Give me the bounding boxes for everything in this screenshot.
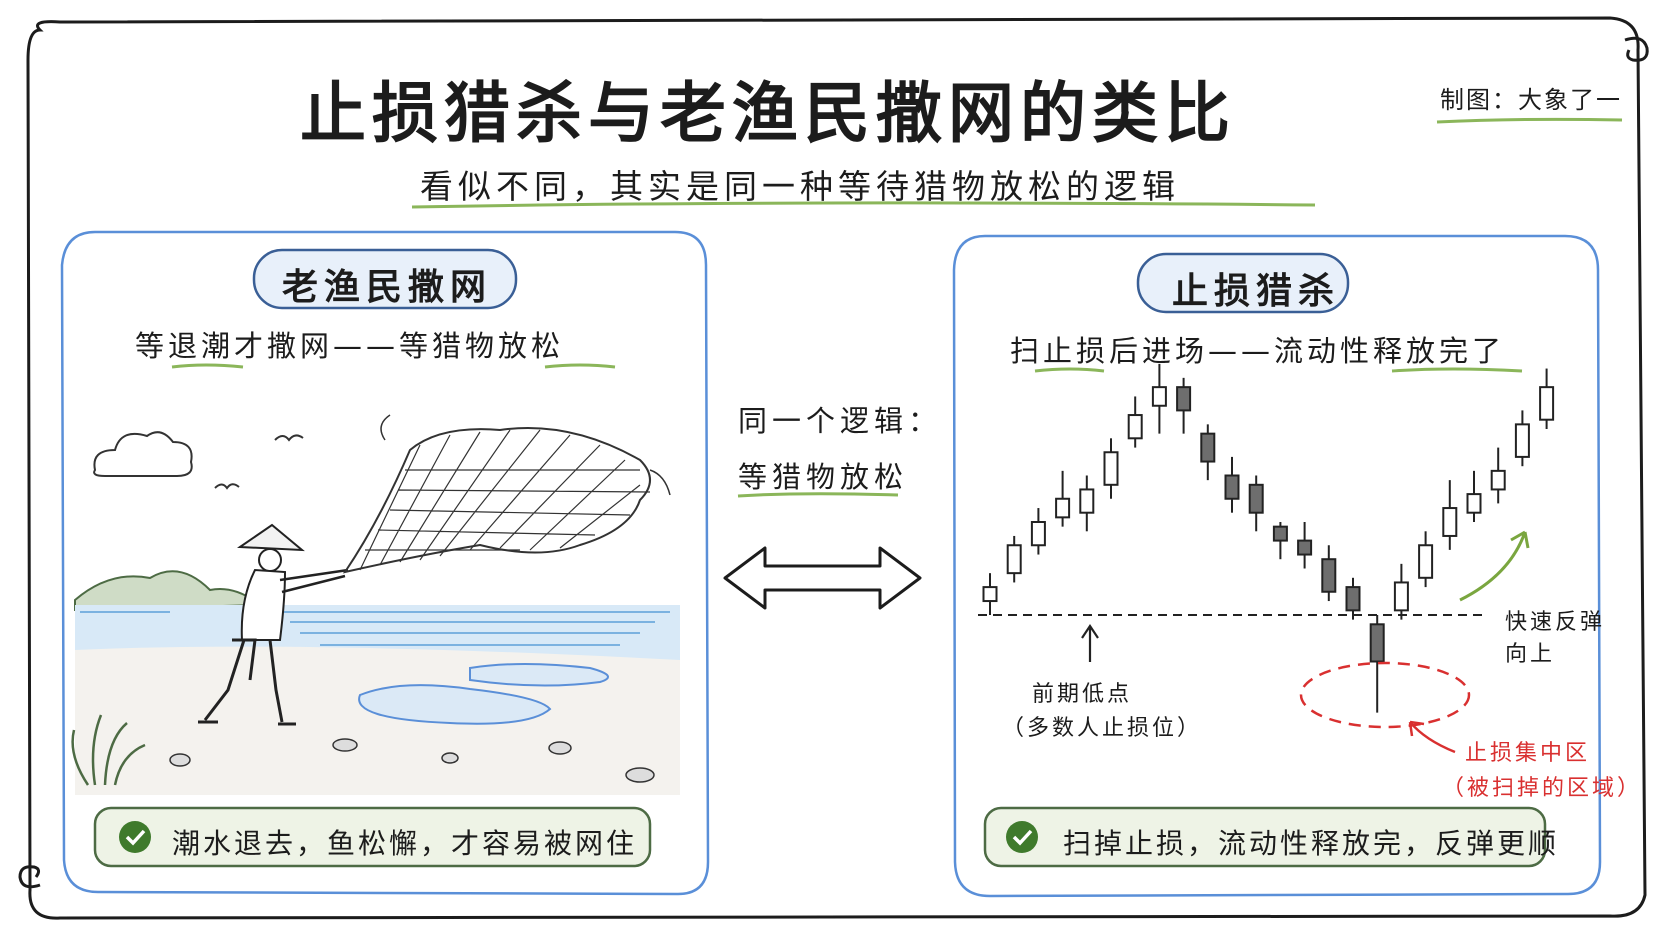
- left-panel-caption: 等退潮才撒网——等猎物放松: [135, 329, 565, 363]
- net-motion-lines: [380, 414, 671, 496]
- candle-body: [1369, 623, 1385, 663]
- underline-2: [544, 363, 616, 369]
- stop-zone-label: 止损集中区: [1465, 741, 1591, 766]
- outer-border: [26, 16, 1647, 920]
- grass: [71, 714, 146, 786]
- check-circle-icon: [119, 821, 151, 853]
- up-arrow-icon: [1081, 624, 1099, 662]
- left-title-pill: [252, 248, 518, 310]
- fisherman-legs: [203, 638, 284, 723]
- candle-body: [1514, 423, 1530, 458]
- green-arrow-icon: [1459, 530, 1530, 602]
- candle-body: [1466, 493, 1482, 514]
- middle-line-1: 同一个逻辑：: [738, 404, 943, 438]
- fisherman-feet: [198, 720, 296, 726]
- rebound-sublabel: 向上: [1505, 642, 1556, 667]
- candle-body: [1393, 581, 1409, 612]
- left-bottom-box: [93, 806, 652, 868]
- net-mesh: [359, 429, 651, 571]
- page-title: 止损猎杀与老渔民撒网的类比: [300, 75, 1236, 152]
- candle-body: [1103, 451, 1119, 486]
- outer-border-curl-top: [1624, 36, 1649, 62]
- candle-body: [1030, 521, 1046, 547]
- fisherman-hat: [236, 523, 305, 552]
- pebble-2: [441, 752, 459, 764]
- left-panel-border: [60, 230, 710, 896]
- stop-zone-ellipse: [1299, 661, 1471, 729]
- candle-body: [1200, 432, 1216, 463]
- candle-body: [1055, 497, 1071, 519]
- underline-4: [1391, 367, 1523, 373]
- candle-body: [1297, 539, 1313, 556]
- tide-pool: [358, 684, 552, 725]
- wave-line: [80, 611, 670, 646]
- candle-body: [1490, 469, 1506, 491]
- check-circle-icon: [1006, 821, 1038, 853]
- candle-body: [1248, 483, 1264, 514]
- candle-body: [1224, 474, 1240, 500]
- candle-body: [1127, 414, 1143, 440]
- cloud-icon: [93, 431, 193, 477]
- fisherman-illustration: [71, 414, 680, 795]
- right-panel-caption: 扫止损后进场——流动性释放完了: [1010, 334, 1506, 368]
- right-panel-conclusion: 扫掉止损，流动性释放完，反弹更顺: [1063, 827, 1560, 860]
- bird-icon-2: [214, 483, 240, 490]
- page-subtitle: 看似不同，其实是同一种等待猎物放松的逻辑: [420, 167, 1180, 206]
- stop-zone-sublabel: （被扫掉的区域）: [1442, 776, 1643, 801]
- fisherman-arm: [279, 568, 349, 594]
- right-bottom-box: [983, 806, 1547, 868]
- middle-line-2: 等猎物放松: [738, 460, 909, 494]
- candle-body: [1321, 558, 1337, 593]
- candle-body: [1539, 386, 1555, 421]
- candle-body: [1079, 488, 1095, 514]
- fisherman-body: [240, 568, 287, 641]
- left-panel-conclusion: 潮水退去，鱼松懈，才容易被网住: [172, 827, 638, 860]
- rebound-label: 快速反弹: [1505, 610, 1606, 635]
- mid-underline: [737, 492, 899, 498]
- candle-body: [1418, 544, 1434, 579]
- previous-low-label: 前期低点: [1032, 682, 1133, 707]
- subtitle-underline: [411, 201, 1316, 209]
- tide-pool-2: [469, 663, 609, 687]
- bird-icon: [274, 434, 304, 442]
- pebble-1: [332, 738, 358, 752]
- outer-border-curl-bottom: [18, 865, 41, 889]
- red-arrow-icon: [1408, 720, 1456, 754]
- candle-body: [1151, 386, 1167, 407]
- candle-body: [1176, 386, 1192, 412]
- left-panel-title: 老渔民撒网: [282, 267, 493, 308]
- credit-label: 制图：大象了一: [1440, 86, 1622, 114]
- candle-body: [1442, 507, 1458, 537]
- pebble-3: [548, 741, 572, 755]
- pebble-4: [625, 767, 655, 783]
- right-title-pill: [1136, 252, 1350, 314]
- right-panel-border: [952, 234, 1602, 898]
- credit-underline: [1436, 117, 1623, 124]
- candle-body: [1006, 544, 1022, 575]
- right-panel-title: 止损猎杀: [1172, 271, 1341, 312]
- fisherman-head: [258, 548, 282, 572]
- previous-low-sublabel: （多数人止损位）: [1002, 716, 1203, 741]
- candle-body: [1272, 525, 1288, 542]
- underline-3: [1034, 367, 1105, 373]
- candlestick-chart: [978, 363, 1555, 713]
- candle-body: [982, 586, 998, 603]
- cast-net: [342, 427, 651, 574]
- underline-1: [171, 363, 244, 369]
- double-arrow-icon: [723, 546, 922, 610]
- candle-body: [1345, 586, 1361, 612]
- pebble-5: [169, 753, 191, 767]
- hills: [74, 570, 263, 612]
